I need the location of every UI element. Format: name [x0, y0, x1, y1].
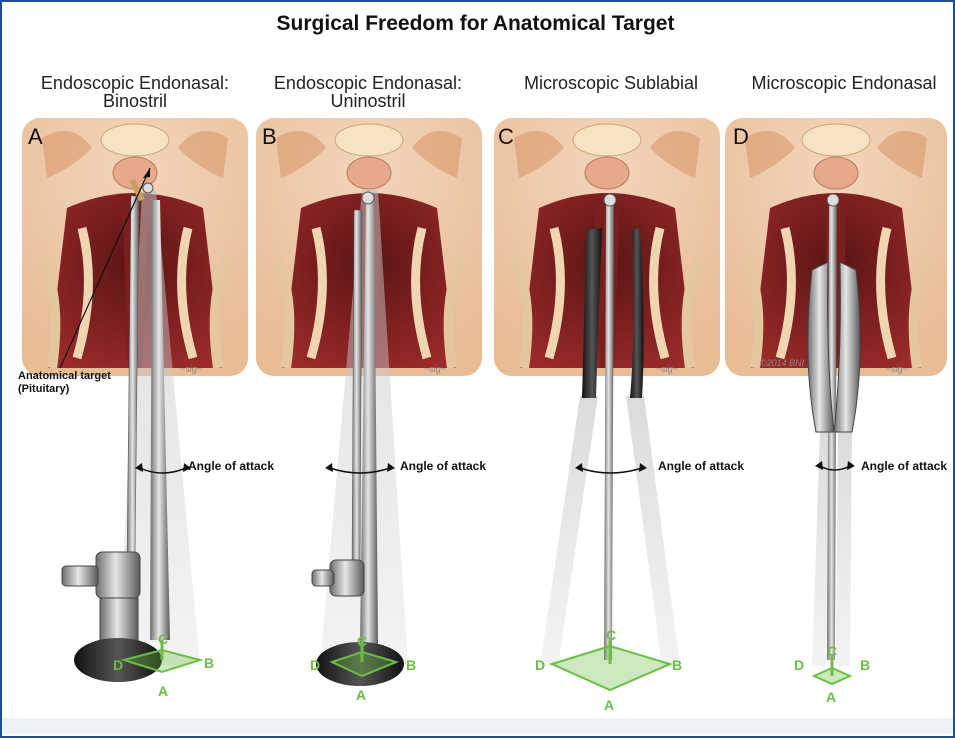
panel-title-d-line1: Microscopic Endonasal	[729, 74, 955, 92]
panel-letter-c: C	[498, 124, 514, 150]
artist-signature-c: ~sig~	[656, 364, 678, 374]
panel-letter-d: D	[733, 124, 749, 150]
angle-of-attack-label-c: Angle of attack	[658, 459, 744, 473]
vertex-c-d: C	[827, 643, 837, 659]
vertex-d-c: D	[535, 657, 545, 673]
vertex-a-b: A	[356, 687, 366, 703]
vertex-labels: C D B A C D B A C D B A C D B A	[113, 627, 870, 713]
vertex-a-d: A	[826, 689, 836, 705]
vertex-c-a: C	[158, 631, 168, 647]
panel-letter-a: A	[28, 124, 43, 150]
vertex-d-d: D	[794, 657, 804, 673]
vertex-a-a: A	[158, 683, 168, 699]
vertex-c-c: C	[606, 627, 616, 643]
artist-signature-a: ~sig~	[180, 364, 202, 374]
vertex-c-b: C	[357, 633, 367, 649]
angle-of-attack-label-d: Angle of attack	[861, 459, 947, 473]
artist-signature-b: ~sig~	[424, 364, 446, 374]
footer-bar	[2, 718, 953, 734]
artist-signature-d: ~sig~	[886, 364, 908, 374]
vertex-d-b: D	[310, 657, 320, 673]
vertex-b-b: B	[406, 657, 416, 673]
copyright-text: ©2014 BNI	[760, 358, 805, 368]
anatomical-target-line1: Anatomical target	[18, 370, 128, 383]
panel-title-b-line1: Endoscopic Endonasal:	[253, 74, 483, 92]
vertex-d-a: D	[113, 657, 123, 673]
panel-title-d: Microscopic Endonasal	[729, 74, 955, 92]
anatomical-target-line2: (Pituitary)	[18, 383, 128, 396]
angle-of-attack-label-a: Angle of attack	[188, 459, 274, 473]
vertex-b-d: B	[860, 657, 870, 673]
panel-title-a-line2: Binostril	[20, 92, 250, 110]
anatomical-target-label: Anatomical target (Pituitary)	[18, 370, 128, 396]
panel-title-b: Endoscopic Endonasal: Uninostril	[253, 74, 483, 110]
vertex-b-a: B	[204, 655, 214, 671]
panel-title-c: Microscopic Sublabial	[496, 74, 726, 92]
panel-title-a-line1: Endoscopic Endonasal:	[20, 74, 250, 92]
panel-title-c-line1: Microscopic Sublabial	[496, 74, 726, 92]
panel-letter-b: B	[262, 124, 277, 150]
panel-title-a: Endoscopic Endonasal: Binostril	[20, 74, 250, 110]
panel-title-b-line2: Uninostril	[253, 92, 483, 110]
pyramid-c	[552, 640, 670, 690]
angle-of-attack-label-b: Angle of attack	[400, 459, 486, 473]
figure-title: Surgical Freedom for Anatomical Target	[0, 12, 951, 36]
vertex-a-c: A	[604, 697, 614, 713]
vertex-b-c: B	[672, 657, 682, 673]
